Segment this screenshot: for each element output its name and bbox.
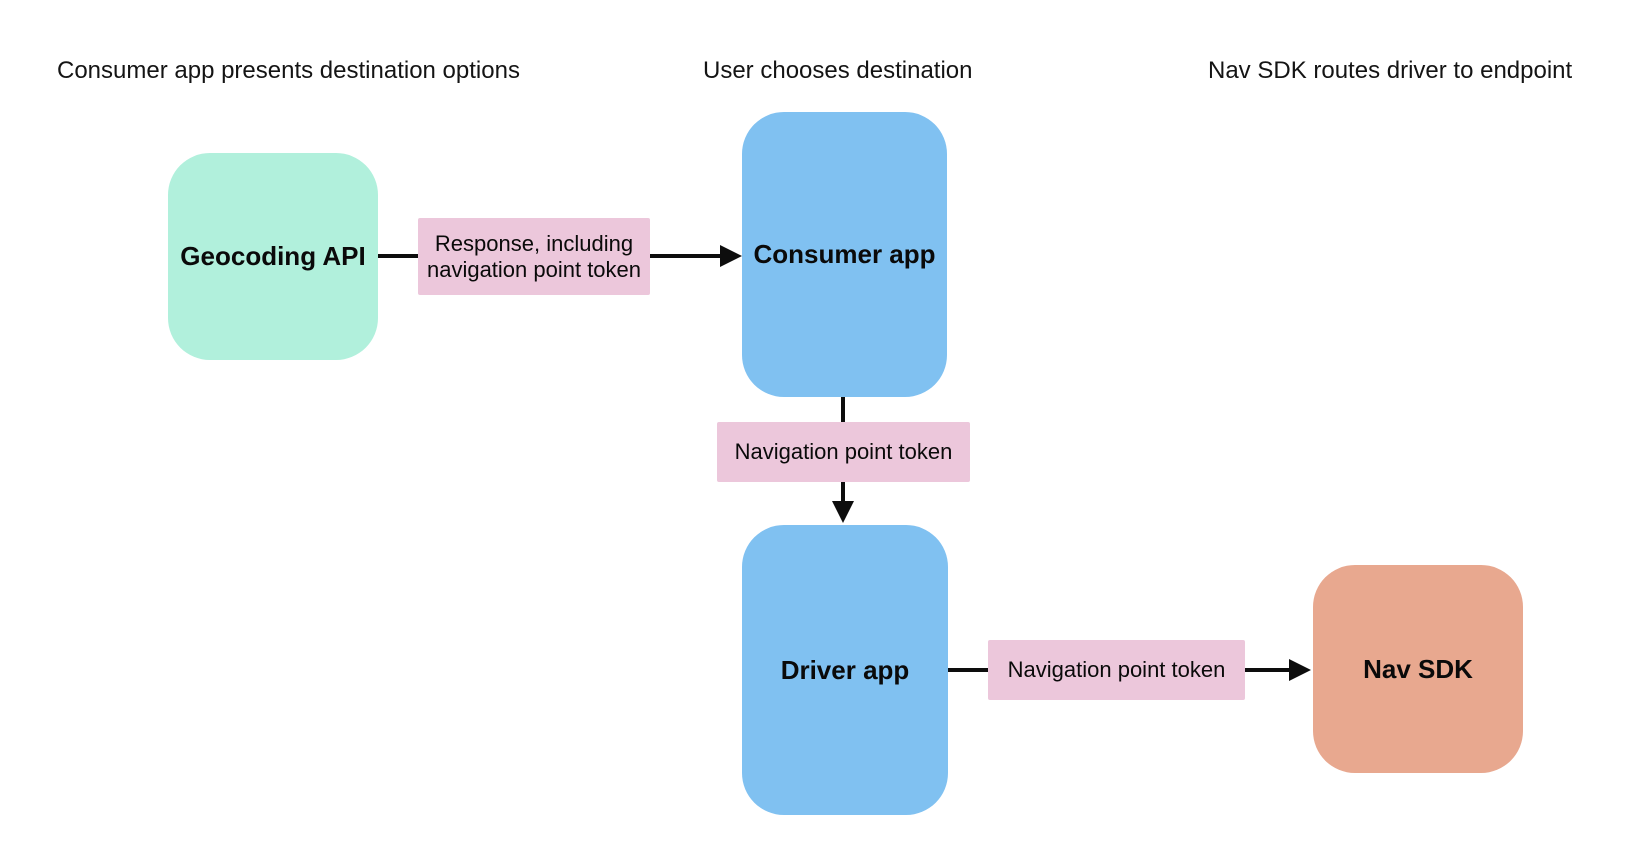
node-consumer-app: Consumer app <box>742 112 947 397</box>
node-nav-sdk: Nav SDK <box>1313 565 1523 773</box>
column-header-navsdk-routes: Nav SDK routes driver to endpoint <box>1208 57 1573 84</box>
arrowhead-down-icon <box>832 501 854 523</box>
edge-label-navigation-point-token: Navigation point token <box>717 422 970 482</box>
node-geocoding-api: Geocoding API <box>168 153 378 360</box>
edge-label-response-including-token: Response, including navigation point tok… <box>418 218 650 295</box>
edge-label-navigation-point-token: Navigation point token <box>988 640 1245 700</box>
arrowhead-right-icon <box>720 245 742 267</box>
column-header-user-chooses: User chooses destination <box>703 57 973 84</box>
node-driver-app: Driver app <box>742 525 948 815</box>
column-header-consumer-presents: Consumer app presents destination option… <box>57 57 520 84</box>
arrowhead-right-icon <box>1289 659 1311 681</box>
